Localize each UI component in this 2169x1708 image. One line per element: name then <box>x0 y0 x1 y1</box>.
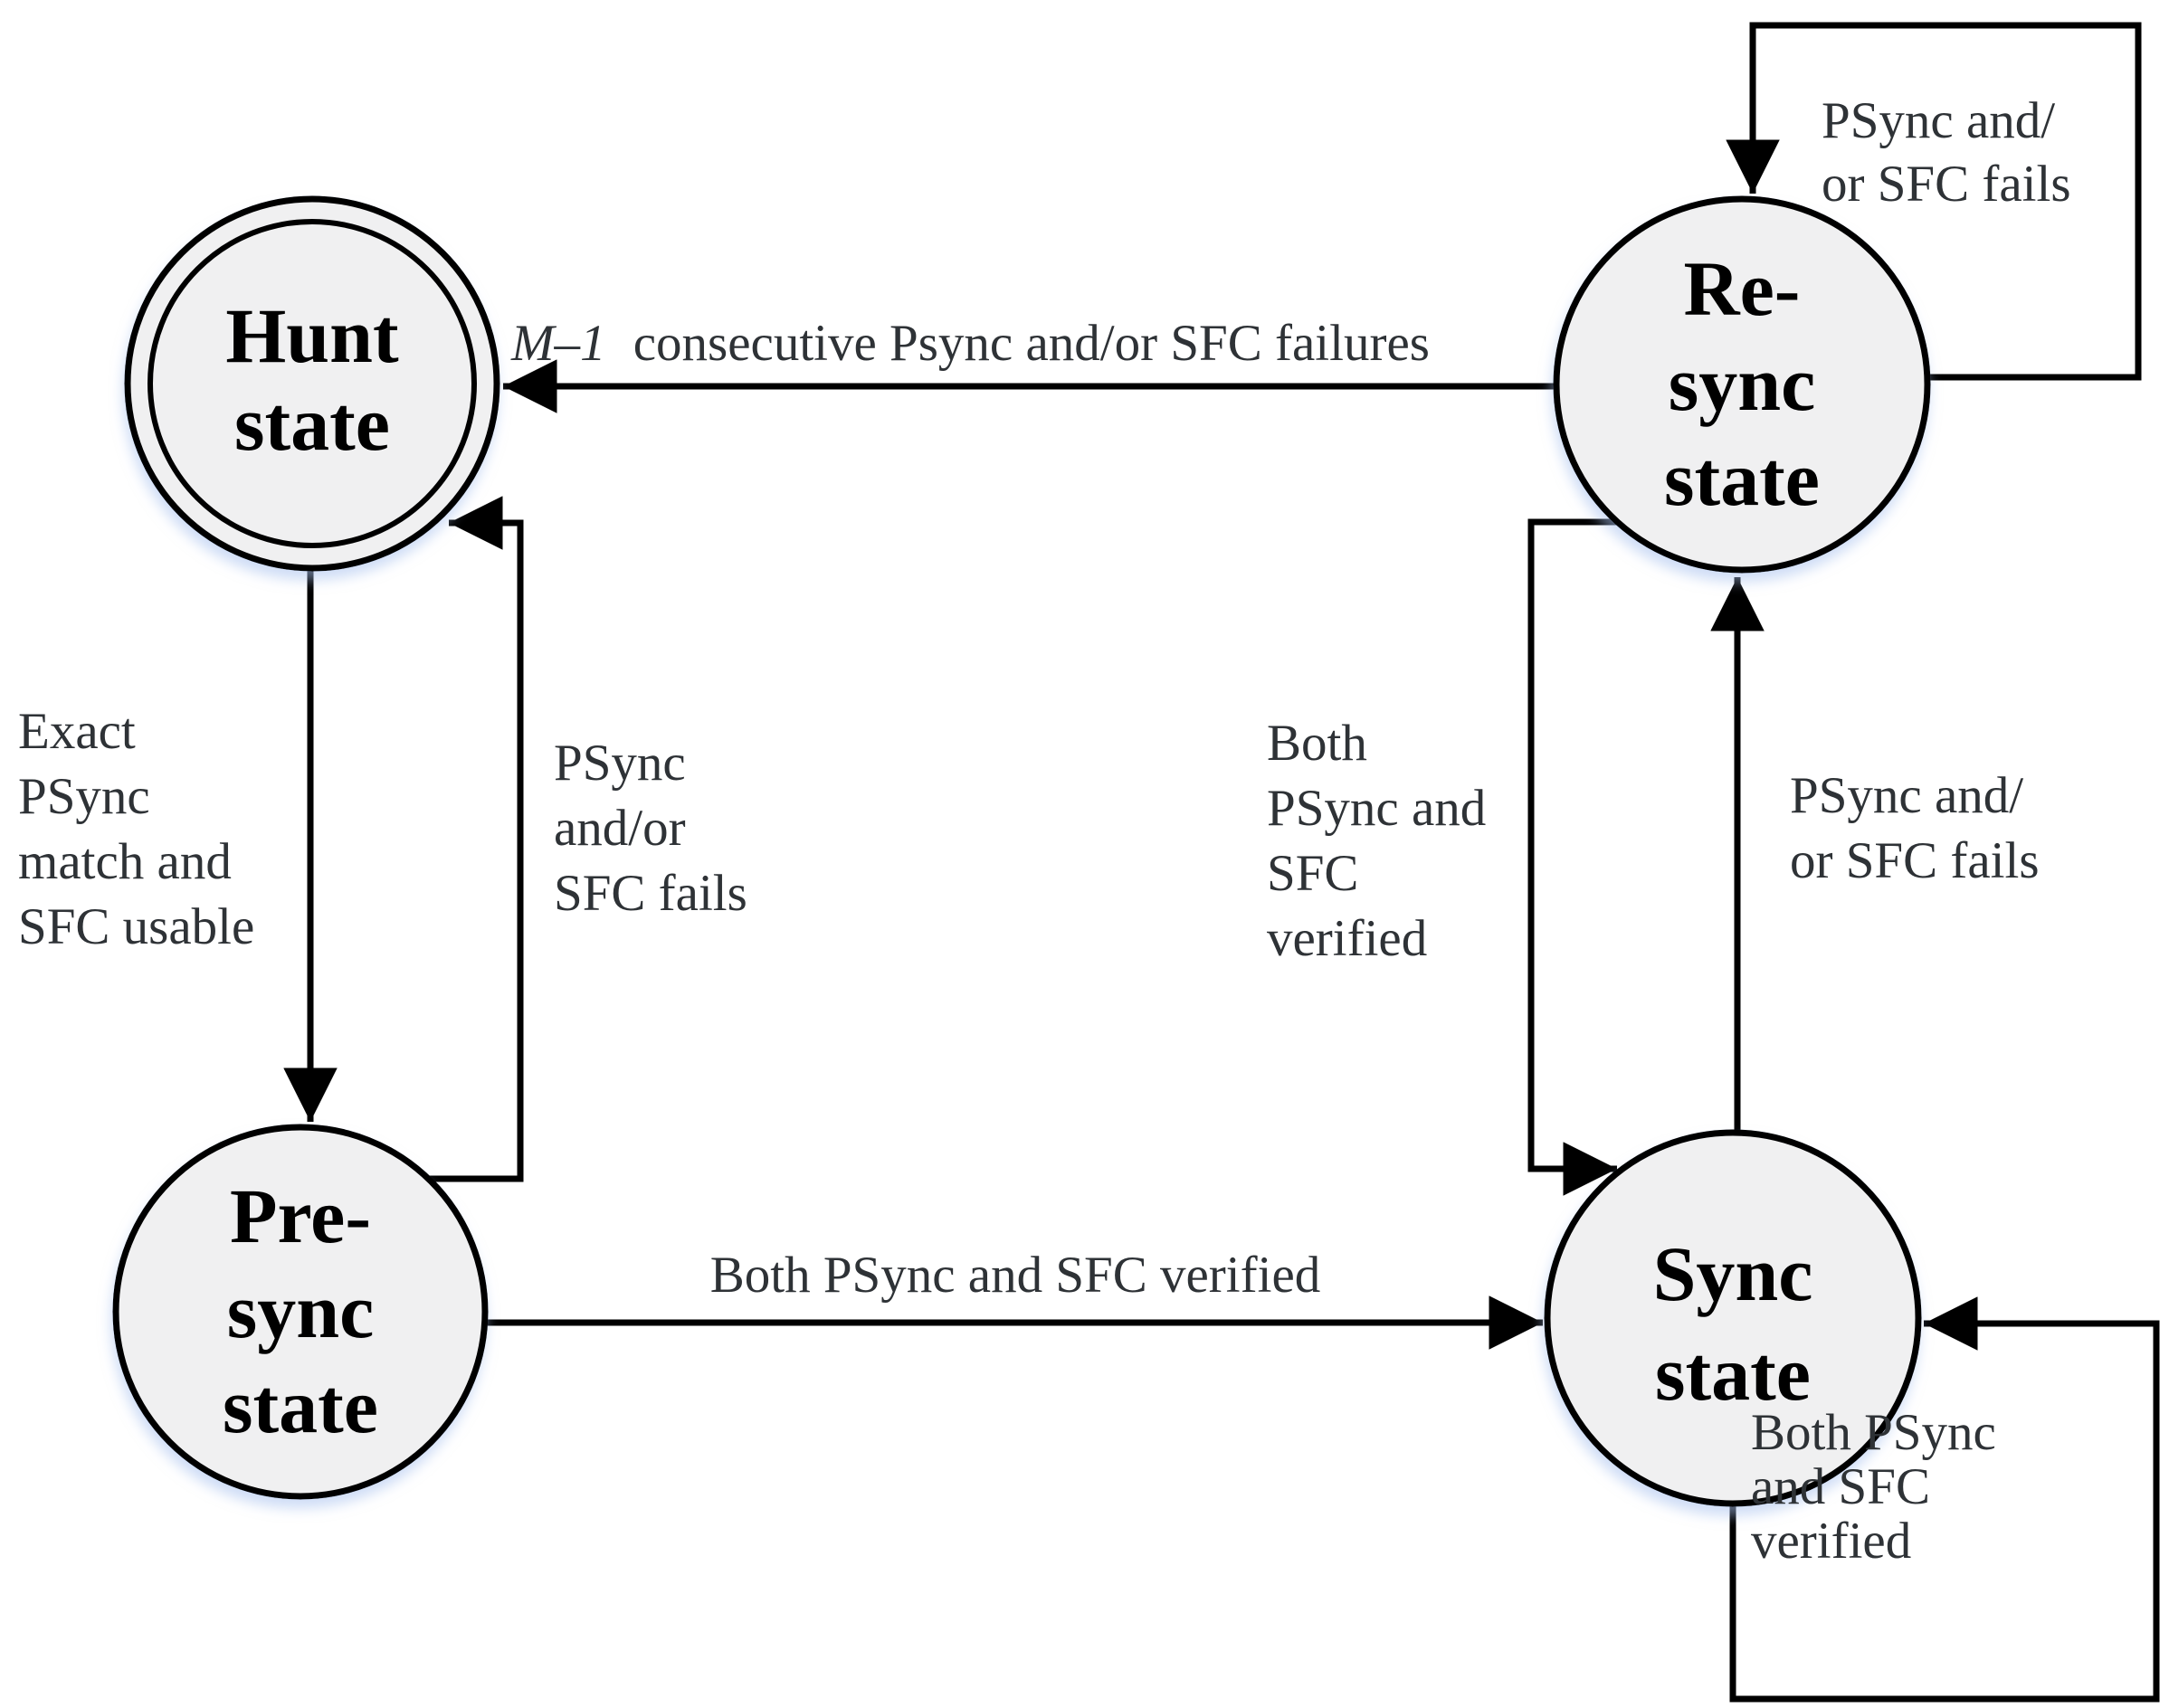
label-presync-to-hunt-line2: and/or <box>554 800 686 857</box>
label-sync-to-resync-line2: or SFC fails <box>1790 832 2040 889</box>
presync-circle <box>112 1124 489 1500</box>
hunt-inner-circle <box>147 219 477 548</box>
edge-presync-to-hunt <box>425 496 524 1182</box>
label-hunt-to-presync-line4: SFC usable <box>18 898 254 955</box>
label-resync-to-sync-line1: Both <box>1267 715 1367 772</box>
edge-resync-to-sync <box>1527 518 1620 1196</box>
presync-state-label-line1: Pre- <box>230 1172 371 1259</box>
label-presync-to-hunt-line3: SFC fails <box>554 865 747 922</box>
sync-state-label-line2: state <box>1655 1330 1811 1417</box>
label-resync-to-sync-line4: verified <box>1267 910 1427 967</box>
label-presync-to-hunt: PSync and/or SFC fails <box>554 735 747 922</box>
label-sync-to-resync-line1: PSync and/ <box>1790 767 2023 824</box>
label-resync-to-sync-line2: PSync and <box>1267 780 1486 837</box>
label-sync-self-loop: Both PSync and SFC verified <box>1751 1404 1996 1570</box>
edge-resync-self-loop <box>1726 22 2142 381</box>
label-sync-to-resync: PSync and/ or SFC fails <box>1790 767 2040 889</box>
node-hunt-state: Hunt state <box>124 195 500 572</box>
node-sync-state: Sync state <box>1544 1129 1922 1507</box>
label-resync-to-sync: Both PSync and SFC verified <box>1267 715 1486 967</box>
label-presync-to-sync: Both PSync and SFC verified <box>710 1247 1321 1304</box>
label-resync-self-loop-line1: PSync and/ <box>1822 92 2055 149</box>
node-presync-state: Pre- sync state <box>112 1124 489 1500</box>
label-resync-self-loop-line2: or SFC fails <box>1822 156 2071 213</box>
label-sync-self-loop-line3: verified <box>1751 1513 1911 1570</box>
resync-state-label-line1: Re- <box>1684 245 1801 332</box>
sync-state-label-line1: Sync <box>1653 1230 1813 1317</box>
hunt-state-label-line2: state <box>234 380 390 467</box>
label-resync-to-hunt: M–1 consecutive Psync and/or SFC failure… <box>510 315 1430 372</box>
label-resync-to-hunt-math: M–1 <box>510 315 605 372</box>
resync-state-label-line3: state <box>1664 435 1820 522</box>
presync-state-label-line3: state <box>223 1362 378 1449</box>
label-hunt-to-presync-line3: match and <box>18 833 232 890</box>
resync-circle <box>1553 195 1931 574</box>
label-resync-self-loop: PSync and/ or SFC fails <box>1822 92 2071 213</box>
label-hunt-to-presync: Exact PSync match and SFC usable <box>18 703 254 955</box>
label-resync-to-hunt-rest: consecutive Psync and/or SFC failures <box>633 315 1430 372</box>
node-resync-state: Re- sync state <box>1553 195 1931 574</box>
hunt-outer-circle <box>124 195 500 572</box>
sync-circle <box>1544 1129 1922 1507</box>
label-presync-to-hunt-line1: PSync <box>554 735 686 792</box>
label-hunt-to-presync-line1: Exact <box>18 703 136 760</box>
label-sync-self-loop-line1: Both PSync <box>1751 1404 1996 1461</box>
label-sync-self-loop-line2: and SFC <box>1751 1458 1930 1515</box>
presync-state-label-line2: sync <box>227 1267 374 1354</box>
label-resync-to-sync-line3: SFC <box>1267 845 1358 902</box>
resync-state-label-line2: sync <box>1669 340 1815 427</box>
label-hunt-to-presync-line2: PSync <box>18 768 150 825</box>
edge-sync-self-loop <box>1729 1296 2160 1703</box>
hunt-state-label-line1: Hunt <box>225 292 399 379</box>
